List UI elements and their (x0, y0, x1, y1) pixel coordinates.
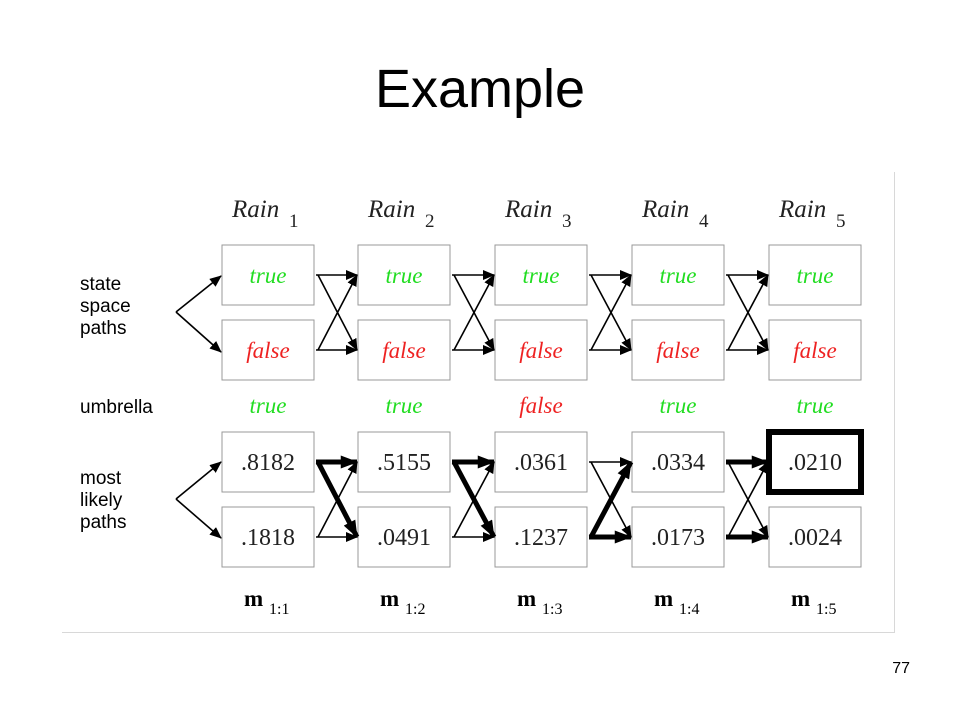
umbrella-value-1: true (249, 393, 286, 418)
umbrella-value-2: true (385, 393, 422, 418)
most-likely-false-box-1 (221, 506, 315, 568)
umbrella-value-4: true (659, 393, 696, 418)
m-subscript-5: 1:5 (816, 601, 836, 618)
most-likely-true-value-4: .0334 (651, 450, 705, 476)
rain-label-5: Rain (778, 196, 826, 223)
state-space-paths-label: paths (80, 318, 126, 339)
most-likely-true-value-3: .0361 (514, 450, 568, 476)
state-false-box-5 (768, 319, 862, 381)
state-true-box-1 (221, 244, 315, 306)
most-likely-paths-label: most (80, 468, 122, 489)
state-false-label-4: false (656, 338, 699, 363)
most-likely-false-box-3 (494, 506, 588, 568)
most-likely-false-value-3: .1237 (514, 525, 568, 551)
state-transition-arrow-ft-3 (590, 274, 632, 351)
most-likely-true-box-3 (494, 431, 588, 493)
most-likely-true-value-1: .8182 (241, 450, 295, 476)
state-true-box-4 (631, 244, 725, 306)
m-subscript-2: 1:2 (405, 601, 425, 618)
state-true-label-3: true (522, 263, 559, 288)
state-false-label-5: false (793, 338, 836, 363)
rain-subscript-2: 2 (425, 211, 435, 232)
figure-frame (62, 172, 895, 633)
state-false-label-2: false (382, 338, 425, 363)
umbrella-value-3: false (519, 393, 562, 418)
entry-arrow-state-true (175, 275, 222, 313)
page-number: 77 (892, 660, 910, 677)
m-subscript-3: 1:3 (542, 601, 562, 618)
most-likely-transition-arrow-ft-4 (727, 461, 769, 538)
entry-arrow-state-false (175, 311, 222, 353)
rain-subscript-3: 3 (562, 211, 572, 232)
state-true-label-4: true (659, 263, 696, 288)
most-likely-true-box-2 (357, 431, 451, 493)
rain-label-4: Rain (641, 196, 689, 223)
m-subscript-4: 1:4 (679, 601, 699, 618)
rain-subscript-4: 4 (699, 211, 709, 232)
most-likely-true-value-5: .0210 (788, 450, 842, 476)
most-likely-transition-arrow-ft-1 (317, 461, 358, 538)
most-likely-false-box-2 (357, 506, 451, 568)
state-transition-arrow-ft-4 (727, 274, 769, 351)
state-space-paths-label: state (80, 274, 121, 295)
state-transition-arrow-ft-1 (317, 274, 358, 351)
state-false-label-1: false (246, 338, 289, 363)
state-true-label-1: true (249, 263, 286, 288)
entry-arrow-ml-true (175, 461, 222, 500)
umbrella-value-5: true (796, 393, 833, 418)
most-likely-true-box-1 (221, 431, 315, 493)
rain-subscript-1: 1 (289, 211, 299, 232)
umbrella-label: umbrella (80, 397, 153, 418)
most-likely-true-box-5 (766, 429, 864, 495)
most-likely-false-box-4 (631, 506, 725, 568)
most-likely-true-box-4 (631, 431, 725, 493)
state-false-box-4 (631, 319, 725, 381)
state-true-label-5: true (796, 263, 833, 288)
m-label-1: m (244, 586, 263, 611)
state-true-label-2: true (385, 263, 422, 288)
most-likely-paths-label: paths (80, 512, 126, 533)
m-label-4: m (654, 586, 673, 611)
rain-subscript-5: 5 (836, 211, 846, 232)
rain-label-3: Rain (504, 196, 552, 223)
state-space-paths-label: space (80, 296, 131, 317)
most-likely-transition-arrow-ft-3 (588, 460, 634, 539)
state-true-box-2 (357, 244, 451, 306)
slide-title: Example (374, 59, 586, 119)
state-false-box-1 (221, 319, 315, 381)
m-subscript-1: 1:1 (269, 601, 289, 618)
most-likely-transition-arrow-ft-2 (453, 461, 495, 538)
entry-arrow-ml-false (175, 498, 222, 539)
rain-label-1: Rain (231, 196, 279, 223)
state-transition-arrow-ft-2 (453, 274, 495, 351)
rain-label-2: Rain (367, 196, 415, 223)
most-likely-paths-label: likely (80, 490, 123, 511)
state-false-label-3: false (519, 338, 562, 363)
m-label-5: m (791, 586, 810, 611)
state-false-box-3 (494, 319, 588, 381)
state-true-box-3 (494, 244, 588, 306)
m-label-2: m (380, 586, 399, 611)
most-likely-false-box-5 (768, 506, 862, 568)
most-likely-false-value-2: .0491 (377, 525, 431, 551)
m-label-3: m (517, 586, 536, 611)
most-likely-false-value-4: .0173 (651, 525, 705, 551)
most-likely-false-value-5: .0024 (788, 525, 842, 551)
state-false-box-2 (357, 319, 451, 381)
state-true-box-5 (768, 244, 862, 306)
most-likely-true-value-2: .5155 (377, 450, 431, 476)
most-likely-false-value-1: .1818 (241, 525, 295, 551)
